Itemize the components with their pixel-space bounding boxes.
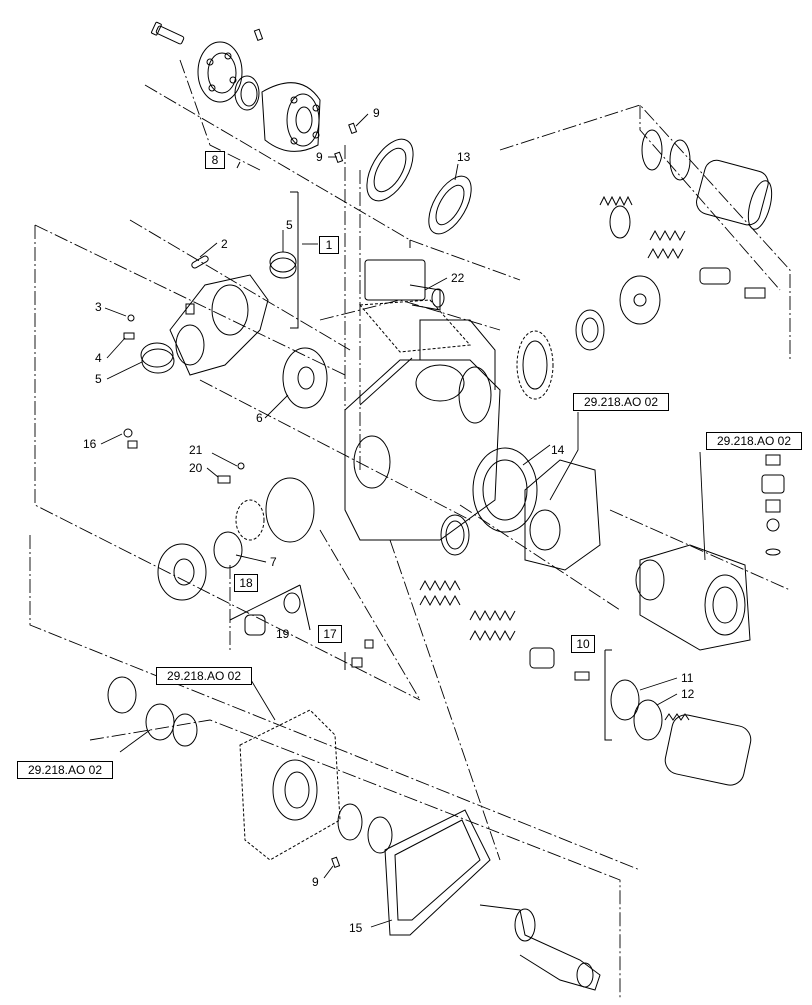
pin-4 xyxy=(123,332,135,340)
valve-spool-upper xyxy=(699,267,766,299)
callout-box-10: 10 xyxy=(571,635,595,653)
callout-5b: 5 xyxy=(95,372,102,386)
callout-20: 20 xyxy=(189,461,203,475)
filter-element-lower xyxy=(664,713,752,786)
pump-housing-right xyxy=(635,544,751,651)
callout-4: 4 xyxy=(95,351,102,365)
reference-box-left[interactable]: 29.218.AO 02 xyxy=(17,761,113,779)
spring-upper-b xyxy=(647,229,686,260)
callout-6: 6 xyxy=(256,411,263,425)
snap-ring-19 xyxy=(283,592,301,614)
seal-ring-lower-center xyxy=(440,514,470,556)
callout-12: 12 xyxy=(681,687,695,701)
oring-11 xyxy=(610,679,640,721)
bearing-center-lower xyxy=(337,803,393,854)
spring-lower-a xyxy=(419,579,461,607)
pin-part xyxy=(150,21,185,45)
assembly-lines xyxy=(29,59,791,1000)
valve-plate xyxy=(366,138,414,202)
pin-9b xyxy=(334,151,344,164)
callout-7: 7 xyxy=(270,555,277,569)
callout-13: 13 xyxy=(457,150,471,164)
oring-3 xyxy=(127,314,135,322)
main-housing xyxy=(344,319,501,541)
retainer-ring-top xyxy=(234,75,260,111)
gear-shaft xyxy=(479,904,601,991)
callout-box-1: 1 xyxy=(319,236,339,254)
callout-9a: 9 xyxy=(373,106,380,120)
seal-5a xyxy=(269,251,297,279)
reference-box-right[interactable]: 29.218.AO 02 xyxy=(706,432,802,450)
cylinder-barrel xyxy=(261,82,321,152)
screw-17 xyxy=(351,639,374,668)
bearing-plate-7 xyxy=(157,531,243,601)
reference-box-center[interactable]: 29.218.AO 02 xyxy=(573,393,669,411)
gear-upper xyxy=(575,309,605,351)
link-pin-2 xyxy=(191,255,209,269)
leader-lines xyxy=(100,113,706,928)
oring-12 xyxy=(633,699,663,741)
gasket-plate xyxy=(358,299,472,353)
callout-19: 19 xyxy=(276,627,290,641)
seal-5b xyxy=(140,342,175,374)
filter-element-top xyxy=(696,159,773,230)
valve-block-22 xyxy=(364,259,445,311)
callout-11: 11 xyxy=(681,671,694,685)
plate-14 xyxy=(472,447,538,533)
bearing-lower-left xyxy=(145,703,198,747)
spring-upper-a xyxy=(599,195,633,239)
plug-16 xyxy=(123,428,138,449)
gear-ring xyxy=(516,330,554,400)
reference-box-lower[interactable]: 29.218.AO 02 xyxy=(156,667,252,685)
callout-3: 3 xyxy=(95,300,102,314)
gasket-15 xyxy=(384,809,491,936)
spring-lower-b xyxy=(469,609,516,642)
callout-21: 21 xyxy=(189,443,203,457)
callout-box-8: 8 xyxy=(205,151,225,169)
callout-16: 16 xyxy=(83,437,97,451)
callout-9c: 9 xyxy=(312,875,319,889)
orings-top-right xyxy=(641,129,691,181)
callout-box-18: 18 xyxy=(234,574,258,592)
cover-plate-lower xyxy=(239,709,341,861)
oring-21 xyxy=(237,462,245,470)
swash-plate xyxy=(197,41,243,103)
callout-2: 2 xyxy=(221,237,228,251)
pin-9a xyxy=(348,122,358,135)
cover-assembly xyxy=(524,459,601,571)
small-pin-top xyxy=(253,28,264,42)
housing-flange xyxy=(169,274,269,376)
group-brackets xyxy=(229,161,612,741)
seal-plate-upper xyxy=(235,477,315,543)
screw-20 xyxy=(217,475,231,484)
plug-18 xyxy=(244,614,266,636)
callout-15: 15 xyxy=(349,921,363,935)
callout-14: 14 xyxy=(551,443,565,457)
callout-5a: 5 xyxy=(286,218,293,232)
spool-lower xyxy=(529,647,590,681)
callout-box-17: 17 xyxy=(318,625,342,643)
pin-9c xyxy=(331,856,341,869)
retainer-ring-lower xyxy=(107,676,137,714)
valve-flange-upper xyxy=(619,275,661,325)
callout-9b: 9 xyxy=(316,150,323,164)
bearing-13 xyxy=(428,175,472,235)
callout-22: 22 xyxy=(451,271,465,285)
thrust-washer-6 xyxy=(282,347,328,409)
valve-stack-right xyxy=(761,454,785,556)
